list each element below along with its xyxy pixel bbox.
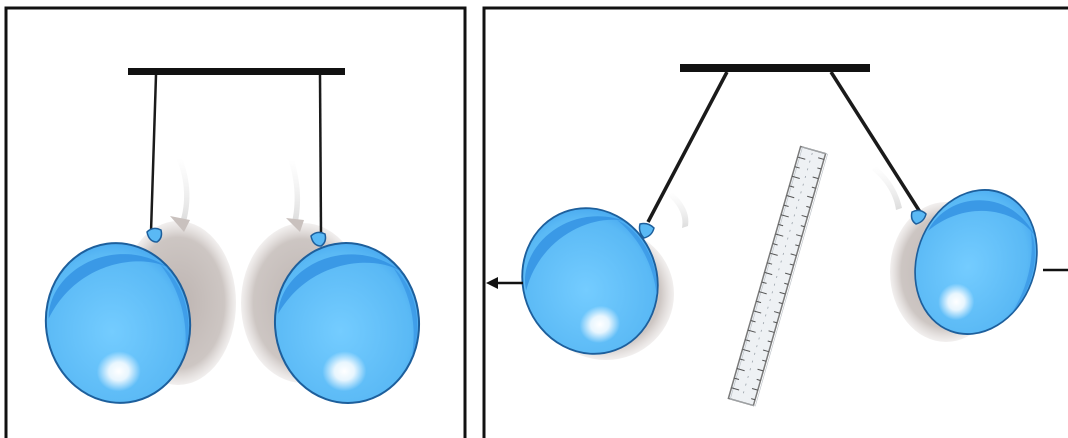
balloon-shadow-knot	[286, 218, 304, 232]
motion-wisp	[872, 166, 902, 210]
balloon-knot	[310, 231, 327, 247]
motion-wisp	[668, 192, 689, 228]
balloon-string	[646, 71, 729, 223]
balloon-knot	[146, 227, 163, 243]
balloon-string	[149, 74, 158, 233]
suspension-bar	[680, 64, 870, 72]
balloon-string	[829, 71, 922, 213]
balloon-knot	[638, 222, 655, 239]
right-panel	[482, 6, 1068, 438]
suspension-bar	[128, 68, 345, 75]
left-panel	[4, 6, 467, 438]
balloon-knot	[910, 209, 927, 225]
motion-wisp	[176, 158, 190, 222]
ruler-icon	[727, 145, 828, 407]
balloon-shadow-knot	[170, 216, 190, 232]
balloon-string	[318, 74, 323, 235]
arrow-left-icon	[486, 277, 523, 289]
motion-wisp	[288, 160, 301, 222]
